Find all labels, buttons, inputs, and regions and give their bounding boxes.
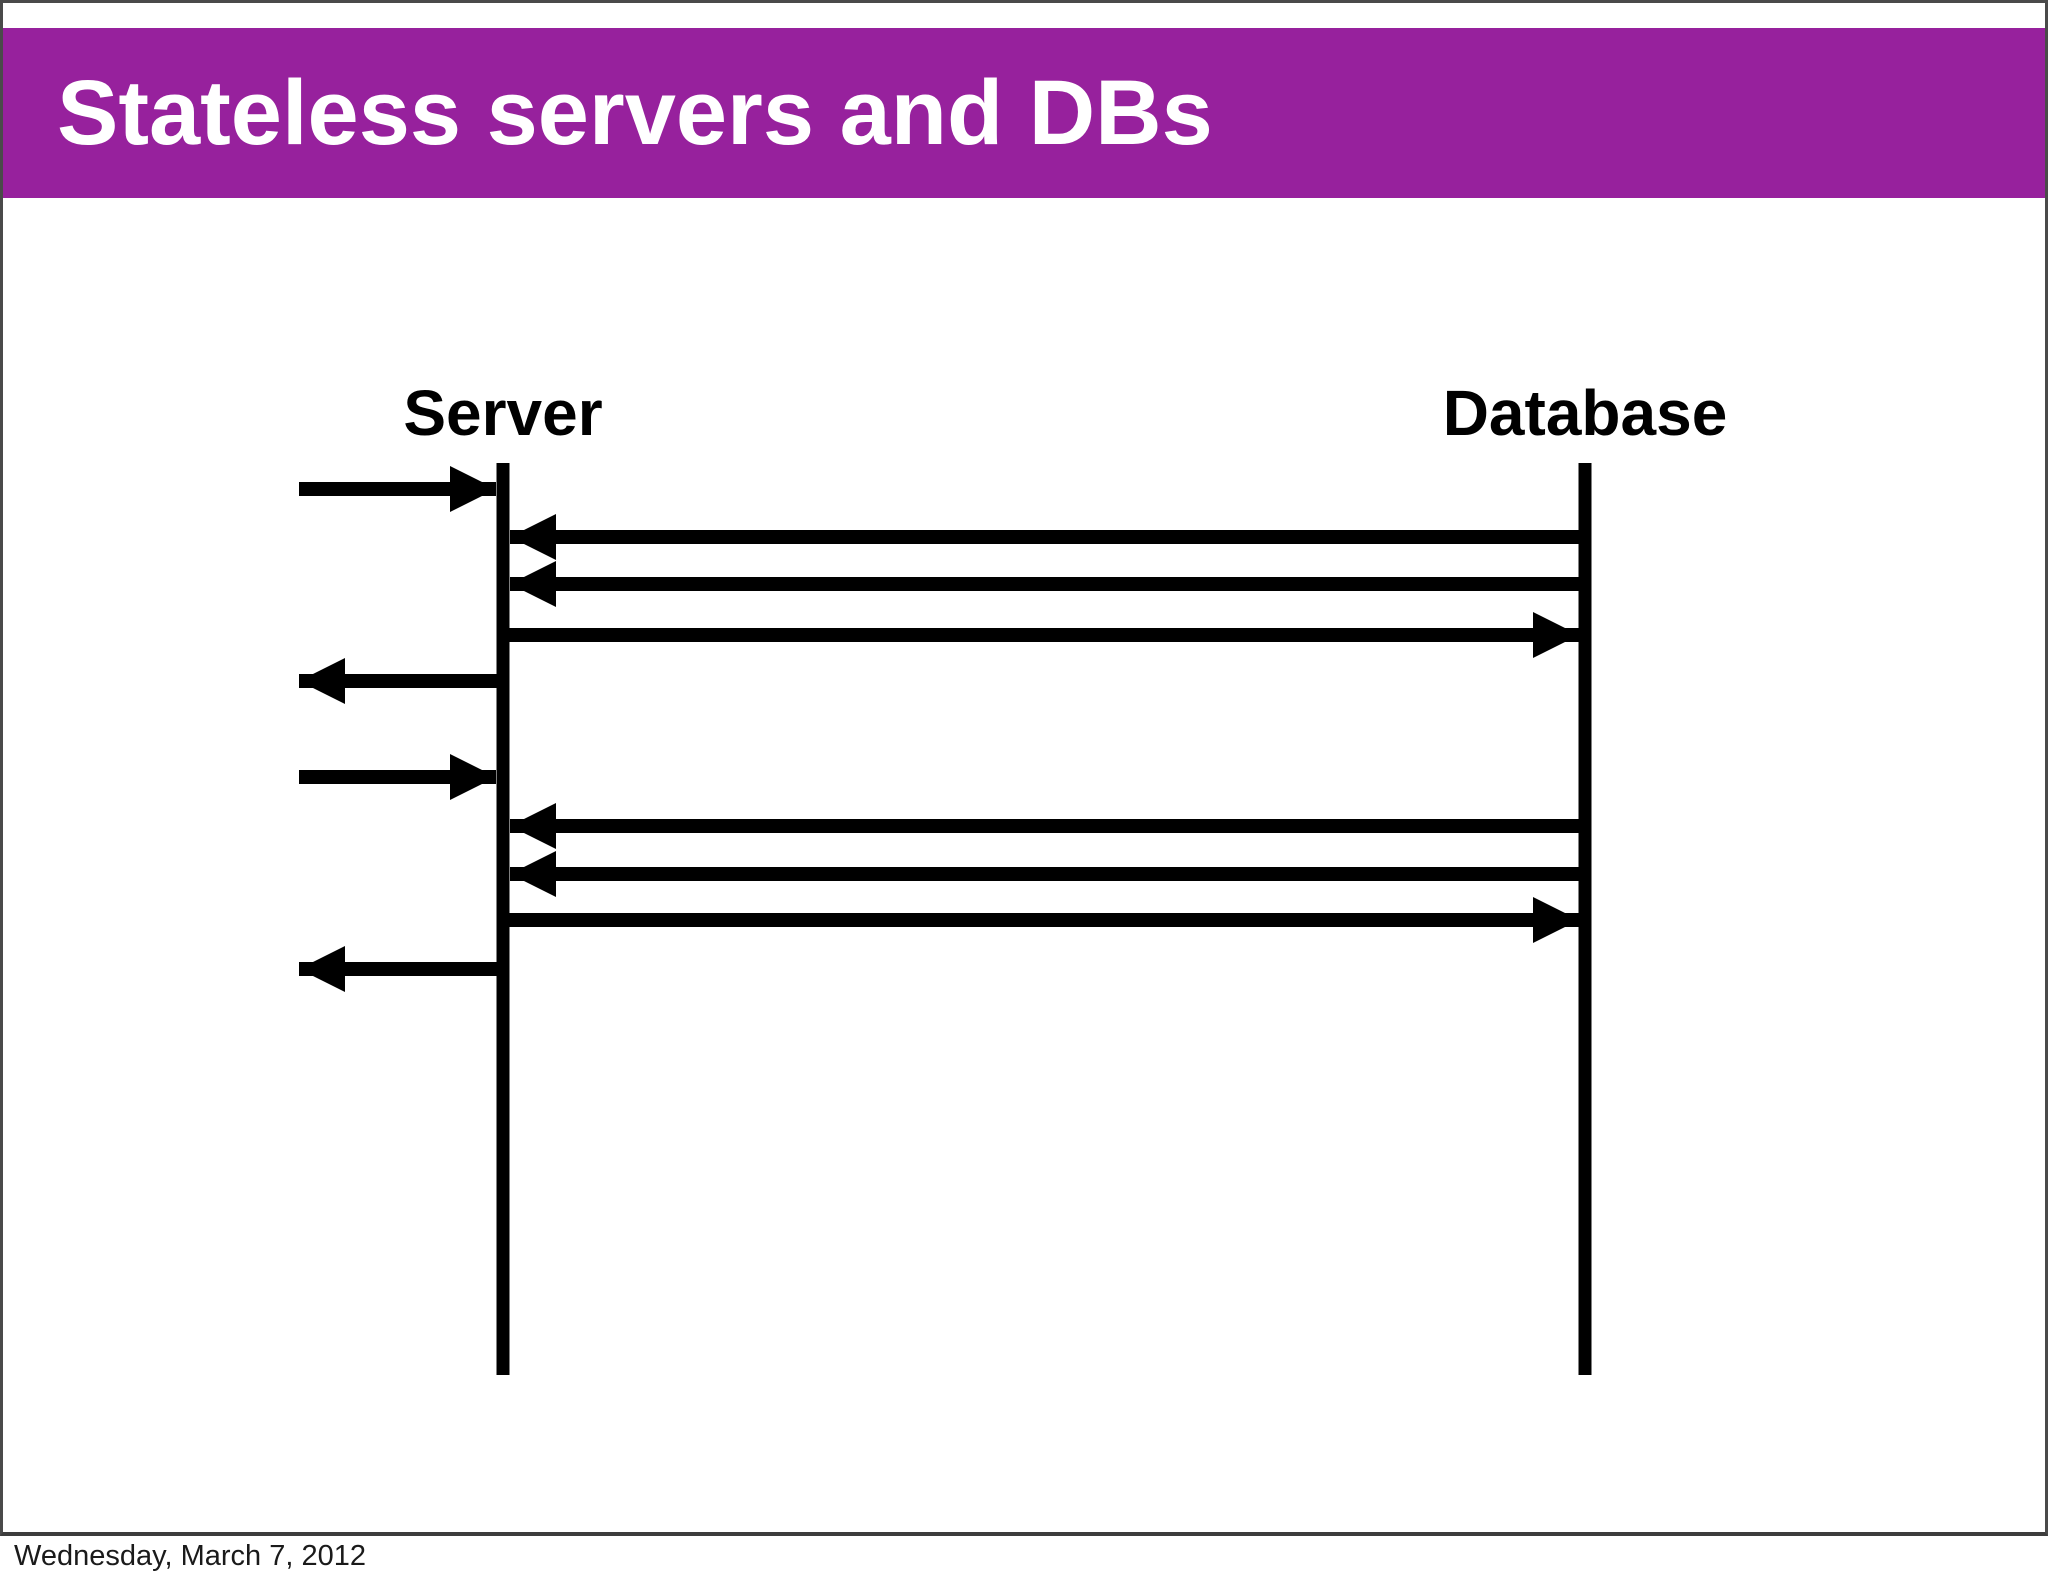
- actor-label-server: Server: [403, 377, 602, 449]
- title-bar: Stateless servers and DBs: [3, 28, 2045, 198]
- footer-date: Wednesday, March 7, 2012: [14, 1540, 366, 1572]
- slide-page: Stateless servers and DBs Server Database: [0, 0, 2048, 1536]
- page-title: Stateless servers and DBs: [57, 62, 1213, 164]
- database-lifeline: [1578, 463, 1592, 1375]
- sequence-diagram: Server Database: [299, 377, 1728, 1375]
- actor-label-database: Database: [1443, 377, 1728, 449]
- footer: Wednesday, March 7, 2012: [0, 1536, 2048, 1576]
